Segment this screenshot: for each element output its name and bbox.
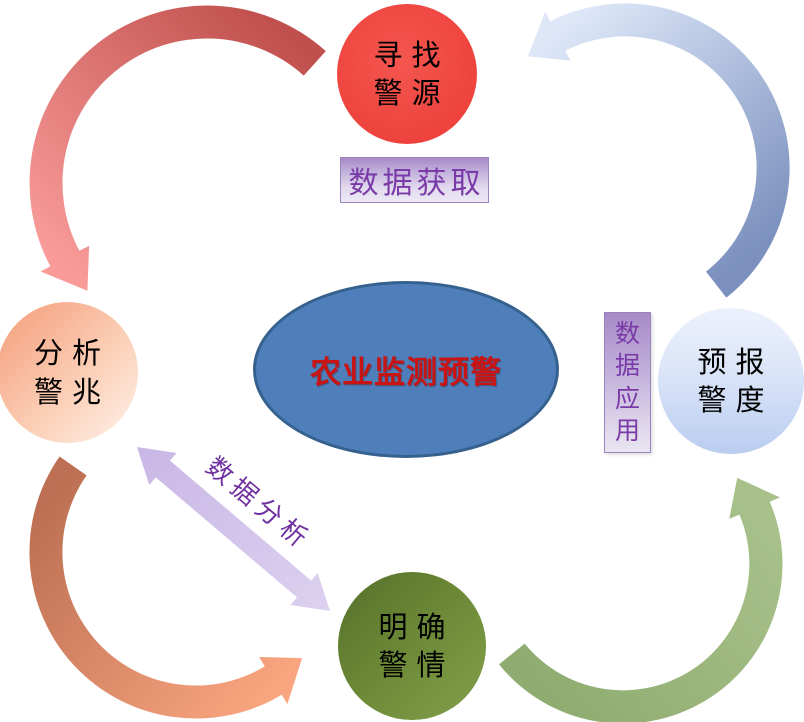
arrow-situation-to-degree [499, 477, 783, 722]
node-label-line: 分析 [33, 336, 110, 371]
center-title: 农业监测预警 [310, 355, 502, 391]
arrow-sign-to-situation [29, 456, 303, 719]
node-label-line: 警兆 [33, 374, 110, 409]
node-label-line: 警源 [373, 76, 450, 110]
label-data-application-text: 数据应用 [614, 318, 640, 446]
arrow-degree-to-source [527, 3, 790, 298]
node-label-line: 明确 [378, 609, 455, 644]
node-analyze-warning-sign: 分析 警兆 [0, 302, 138, 443]
node-clarify-warning-situation: 明确 警情 [338, 572, 486, 720]
arrow-data-analysis-link [137, 447, 330, 611]
arrow-source-to-sign [29, 5, 326, 291]
node-label-line: 寻找 [373, 37, 450, 72]
label-data-acquisition-text: 数据获取 [348, 166, 485, 201]
node-forecast-warning-degree: 预报 警度 [658, 308, 804, 454]
center-ellipse: 农业监测预警 [253, 281, 559, 458]
node-label-line: 预报 [697, 344, 774, 379]
label-data-application: 数据应用 [604, 312, 651, 453]
node-find-warning-source: 寻找 警源 [337, 4, 477, 144]
node-label-line: 警情 [378, 648, 455, 682]
label-data-acquisition: 数据获取 [340, 157, 489, 203]
node-label-line: 警度 [697, 383, 774, 417]
